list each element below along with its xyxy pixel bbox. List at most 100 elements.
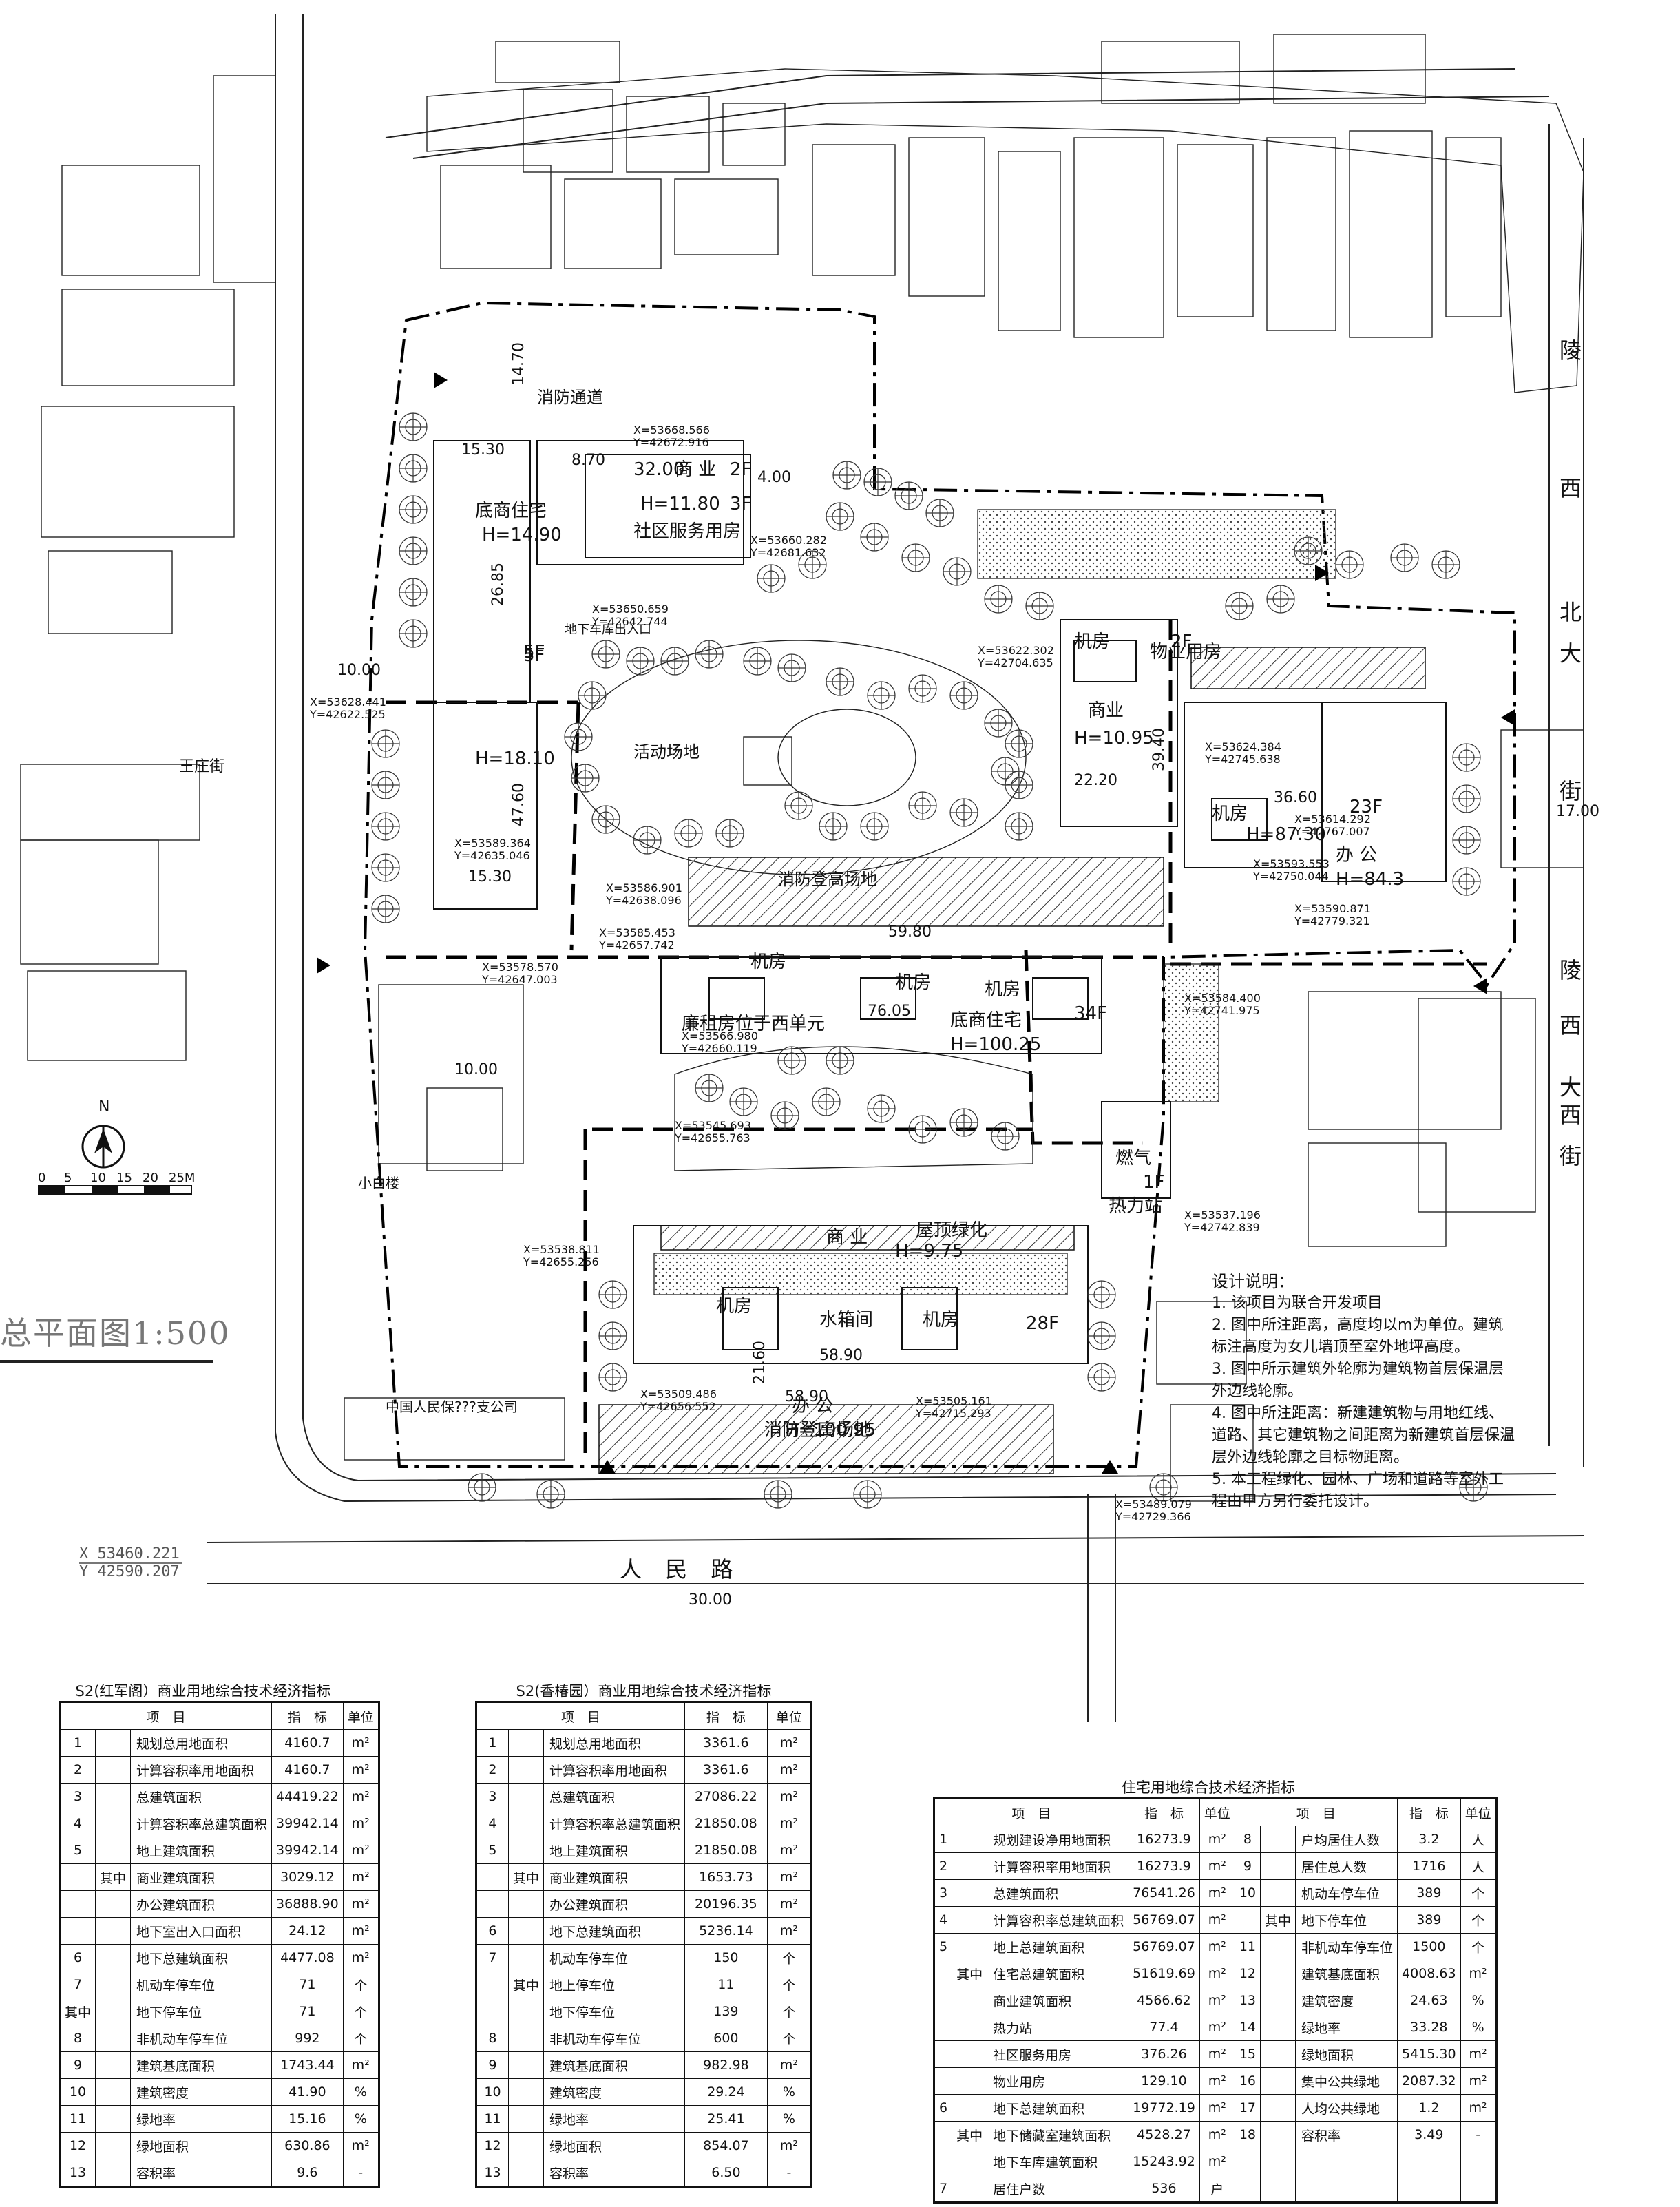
table-cell: 规划总用地面积 <box>130 1729 273 1757</box>
table-cell: 56769.07 <box>1128 1933 1200 1960</box>
table-cell <box>1259 1987 1296 2014</box>
b7-mach-3: 机房 <box>985 979 1020 1000</box>
b9-name: 热力站 <box>1109 1196 1162 1217</box>
table-header: 项 目 指 标 单位 <box>476 1702 812 1730</box>
table-cell: 地上停车位 <box>543 1971 685 1998</box>
table-cell: 13 <box>59 2159 96 2187</box>
table-cell: 77.4 <box>1128 2014 1200 2041</box>
table-cell: 854.07 <box>684 2132 768 2159</box>
table-cell: 12 <box>476 2132 509 2159</box>
table-cell: 建筑基底面积 <box>130 2051 273 2079</box>
table-cell: % <box>1460 2014 1497 2041</box>
table-cell: 2 <box>933 1852 953 1880</box>
table-cell: 15 <box>1234 2040 1261 2068</box>
table-cell: m² <box>766 1729 812 1757</box>
table-cell: m² <box>766 1756 812 1784</box>
coord: Y=42635.046 <box>454 849 530 862</box>
coord: X=53650.659 <box>592 603 669 616</box>
table-cell <box>952 2014 988 2041</box>
table-cell: 地下储藏室建筑面积 <box>987 2121 1129 2148</box>
table-cell: 个 <box>1460 1879 1497 1907</box>
table-cell: 600 <box>684 2025 768 2052</box>
table-cell <box>1234 1906 1261 1934</box>
table2-title: S2(香椿园）商业用地综合技术经济指标 <box>516 1683 772 1699</box>
coord: Y=42655.763 <box>674 1131 750 1144</box>
table-cell: 2 <box>59 1756 96 1784</box>
table-cell <box>507 1890 544 1918</box>
west-road-label: 王庄街 <box>179 758 224 775</box>
east-road-2: 西 <box>1560 475 1582 501</box>
table-cell: 1743.44 <box>271 2051 344 2079</box>
table-cell: 16273.9 <box>1128 1852 1200 1880</box>
table-cell: m² <box>342 1729 379 1757</box>
table-cell <box>933 2014 953 2041</box>
table-cell: 非机动车停车位 <box>543 2025 685 2052</box>
east-road-1: 陵 <box>1560 337 1582 364</box>
table-cell: 计算容积率用地面积 <box>130 1756 273 1784</box>
table-cell: 8 <box>476 2025 509 2052</box>
east-road-lower-5: 街 <box>1560 1143 1582 1169</box>
table-cell: 51619.69 <box>1128 1960 1200 1987</box>
table-cell <box>952 2175 988 2203</box>
table-cell: 地下停车位 <box>1295 1906 1398 1934</box>
table-cell <box>1259 1933 1296 1960</box>
table-cell: 个 <box>1460 1933 1497 1960</box>
east-road-5: 街 <box>1560 778 1582 804</box>
b8-height: H=100.95 <box>785 1420 876 1441</box>
table-cell: 机动车停车位 <box>543 1944 685 1971</box>
table-cell: 7 <box>59 1971 96 1998</box>
fire-ascent-area-2 <box>598 1404 1054 1474</box>
coord: X=53614.292 <box>1294 813 1371 826</box>
b5-sub: 机房 <box>1074 631 1110 652</box>
b9-gas: 燃气 <box>1115 1148 1151 1169</box>
note-3: 3. 图中所示建筑外轮廓为建筑物首层保温层外边线轮廓。 <box>1212 1361 1504 1400</box>
b4-floors: 5F <box>523 642 545 662</box>
fire-ascent-area-1 <box>688 857 1164 927</box>
table-cell <box>1234 2148 1261 2175</box>
table-cell: 2 <box>476 1756 509 1784</box>
table-cell: m² <box>766 1917 812 1945</box>
header-cell: 项 目 <box>933 1798 1129 1826</box>
table-cell <box>476 1890 509 1918</box>
table-cell: 982.98 <box>684 2051 768 2079</box>
table-cell <box>95 2051 132 2079</box>
table-cell: 4 <box>59 1810 96 1837</box>
table-cell: 1 <box>933 1826 953 1853</box>
table-cell: m² <box>766 1783 812 1810</box>
table-cell <box>59 1863 96 1891</box>
table-cell <box>95 2078 132 2106</box>
table-cell <box>1397 2175 1461 2203</box>
table-cell: 其中 <box>507 1971 544 1998</box>
table-cell: 5 <box>59 1837 96 1864</box>
table-cell: 集中公共绿地 <box>1295 2067 1398 2095</box>
table-cell: 绿地面积 <box>130 2132 273 2159</box>
header-cell: 指 标 <box>1397 1798 1461 1826</box>
table-cell <box>95 2105 132 2133</box>
table-cell <box>1259 2040 1296 2068</box>
table-cell <box>507 1917 544 1945</box>
coord: X=53509.486 <box>640 1388 717 1401</box>
coord: Y=42622.525 <box>309 708 386 721</box>
table-cell: - <box>342 2159 379 2187</box>
plan-title: 总平面图1:500 <box>0 1315 231 1352</box>
table-cell: 29.24 <box>684 2078 768 2106</box>
table-cell: 11 <box>684 1971 768 1998</box>
b6-height: H=84.3 <box>1336 869 1404 890</box>
table-cell: 非机动车停车位 <box>1295 1933 1398 1960</box>
table-cell <box>507 1783 544 1810</box>
table-cell: 13 <box>476 2159 509 2187</box>
header-cell: 单位 <box>1199 1798 1235 1826</box>
